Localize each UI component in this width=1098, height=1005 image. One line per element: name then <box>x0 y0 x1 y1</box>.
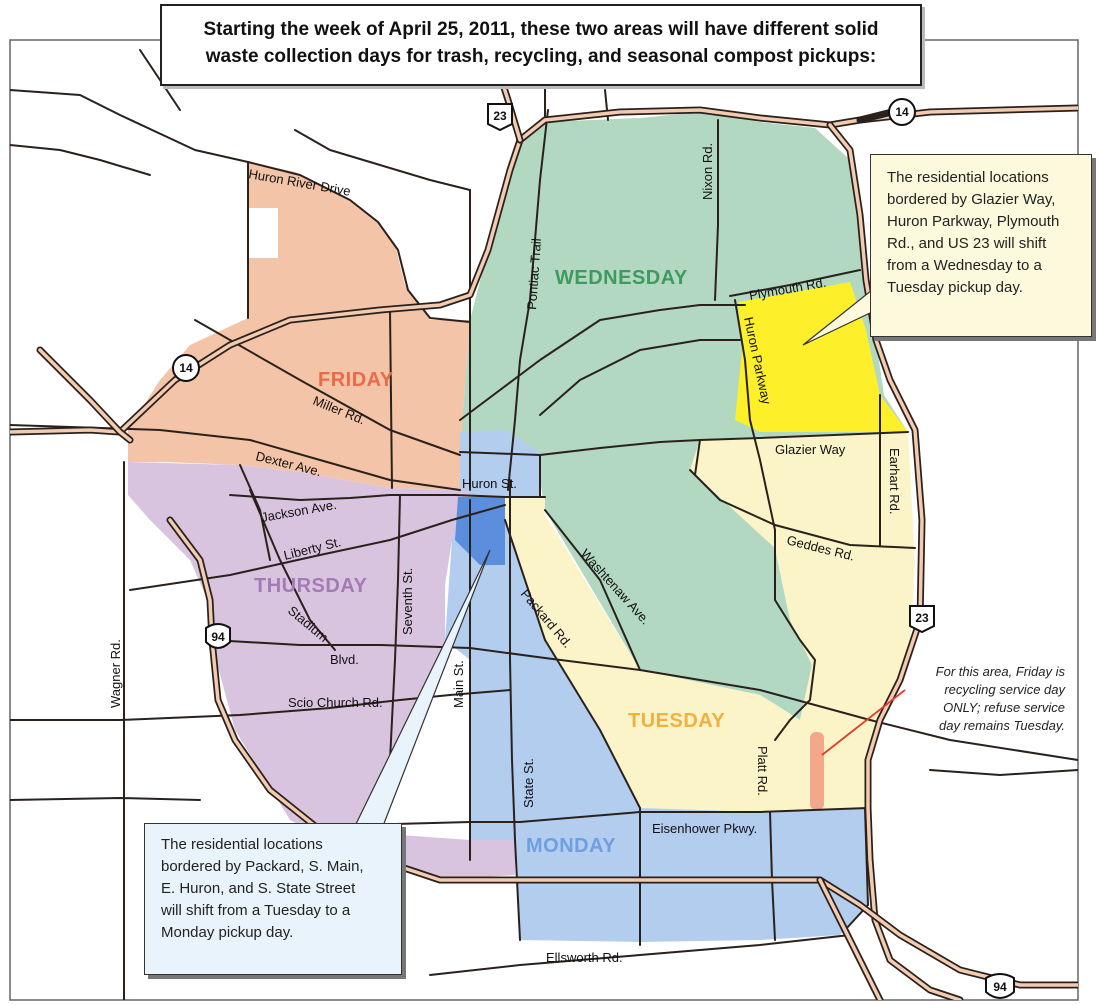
m14-west-shield: 14 <box>172 354 200 382</box>
us23-north-shield: 23 <box>487 103 513 132</box>
m14-east-shield: 14 <box>888 98 916 126</box>
friday-recycling-note-line-1: For this area, Friday is <box>935 664 1065 679</box>
zone-friday <box>128 162 470 490</box>
zone-shift-to-monday <box>455 497 505 565</box>
i94-west-shield-number: 94 <box>211 630 225 644</box>
m14-east-shield-number: 14 <box>895 105 909 119</box>
callout-northeast-line-5: from a Wednesday to a <box>887 257 1042 274</box>
road-label-platt: Platt Rd. <box>755 746 770 796</box>
road-label-earhart: Earhart Rd. <box>887 448 902 514</box>
friday-recycling-note-line-3: ONLY; refuse service <box>943 700 1065 715</box>
callout-southwest: The residential locations bordered by Pa… <box>144 823 402 975</box>
road-label-wagner: Wagner Rd. <box>108 639 123 708</box>
road-label-nixon: Nixon Rd. <box>700 143 715 200</box>
zone-tuesday <box>505 432 915 812</box>
friday-recycling-note-line-4: day remains Tuesday. <box>939 718 1065 733</box>
us23-east-shield-number: 23 <box>915 611 929 625</box>
map-title-line-1: Starting the week of April 25, 2011, the… <box>203 19 879 40</box>
callout-northeast-line-1: The residential locations <box>887 169 1049 186</box>
friday-recycling-area <box>810 732 824 810</box>
zone-thursday <box>128 462 515 880</box>
callout-northeast-line-3: Huron Parkway, Plymouth <box>887 213 1060 230</box>
callout-northeast-line-6: Tuesday pickup day. <box>887 279 1023 296</box>
road-label-huron-st: Huron St. <box>462 476 517 491</box>
map-title-line-2: waste collection days for trash, recycli… <box>205 46 877 67</box>
friday-recycling-note-line-2: recycling service day <box>944 682 1065 697</box>
friday-recycling-note: For this area, Friday is recycling servi… <box>905 663 1065 753</box>
map-title-box: Starting the week of April 25, 2011, the… <box>160 4 922 86</box>
road-label-main: Main St. <box>451 660 466 708</box>
us23-north-shield-number: 23 <box>493 109 507 123</box>
road-label-blvd: Blvd. <box>330 652 359 667</box>
road-label-state: State St. <box>521 758 536 808</box>
zone-label-wednesday: WEDNESDAY <box>555 267 688 289</box>
road-label-glazier: Glazier Way <box>775 442 846 457</box>
zone-shift-to-tuesday <box>735 282 908 432</box>
friday-area-pointer <box>821 689 906 756</box>
i94-east-shield: 94 <box>985 973 1015 999</box>
zone-label-tuesday: TUESDAY <box>628 710 725 732</box>
i94-east-shield-number: 94 <box>993 980 1007 994</box>
zone-label-thursday: THURSDAY <box>254 575 367 597</box>
zone-monday <box>445 430 868 942</box>
us23-east-shield: 23 <box>909 605 935 634</box>
i94-west-shield: 94 <box>205 623 231 649</box>
local-roads <box>10 49 1078 1000</box>
m14-west-shield-number: 14 <box>179 361 193 375</box>
callout-northeast-line-4: Rd., and US 23 will shift <box>887 235 1047 252</box>
callout-northeast-line-2: bordered by Glazier Way, <box>887 191 1056 208</box>
road-label-seventh: Seventh St. <box>400 568 415 635</box>
callout-southwest-line-2: bordered by Packard, S. Main, <box>161 858 364 875</box>
zone-wednesday <box>460 112 908 720</box>
callout-southwest-line-5: Monday pickup day. <box>161 924 294 941</box>
callout-southwest-line-3: E. Huron, and S. State Street <box>161 880 356 897</box>
zone-label-friday: FRIDAY <box>318 369 394 391</box>
zone-monday-strip <box>496 662 504 767</box>
callout-northeast: The residential locations bordered by Gl… <box>870 154 1092 337</box>
callout-southwest-line-1: The residential locations <box>161 836 323 853</box>
road-label-scio: Scio Church Rd. <box>288 695 383 710</box>
road-label-eisenhower: Eisenhower Pkwy. <box>652 821 757 836</box>
callout-southwest-line-4: will shift from a Tuesday to a <box>161 902 351 919</box>
zone-label-monday: MONDAY <box>526 835 616 857</box>
road-label-pontiac: Pontiac Trail <box>524 238 544 311</box>
road-label-ellsworth: Ellsworth Rd. <box>546 950 623 965</box>
